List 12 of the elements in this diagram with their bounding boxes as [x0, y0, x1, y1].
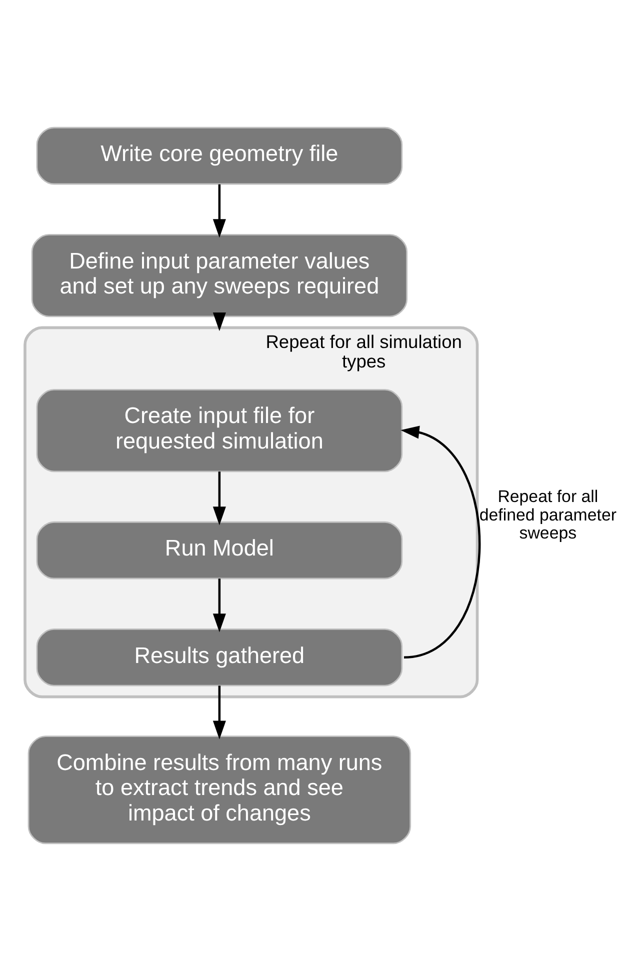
- node-box: Run Model: [36, 520, 403, 579]
- node-box: Combine results from many runs to extract trends and see impact of changes: [28, 735, 412, 844]
- node-box: Write core geometry file: [36, 126, 403, 184]
- arrow: [212, 184, 226, 238]
- arrow: [212, 578, 226, 632]
- edge-label: Repeat for all defined parameter sweeps: [479, 486, 616, 542]
- arrow: [212, 312, 226, 331]
- arrow: [400, 425, 481, 658]
- node-box: Create input file for requested simulation: [36, 388, 403, 472]
- node-box: Results gathered: [36, 628, 403, 686]
- arrow: [212, 685, 226, 739]
- arrow: [212, 471, 226, 525]
